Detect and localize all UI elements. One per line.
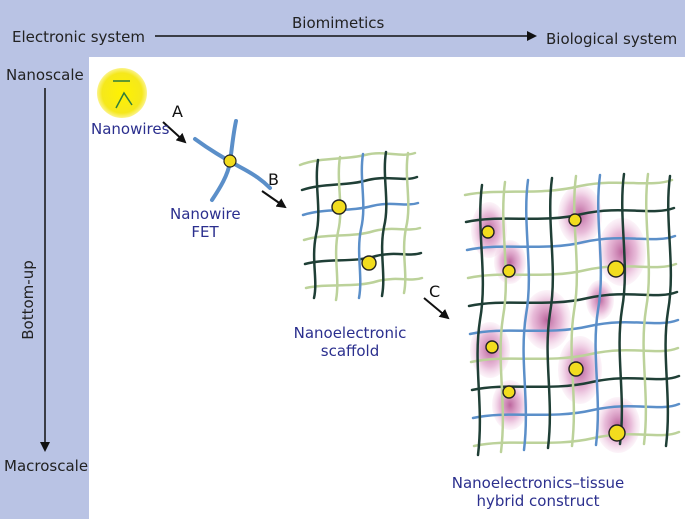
stage-b-label: B [268,170,279,189]
hybrid-construct-icon [463,172,681,457]
stage-a-label: A [172,102,183,121]
scaffold-label-line2: scaffold [320,342,380,360]
header-electronic-system: Electronic system [12,28,145,46]
nanowires-label: Nanowires [91,120,170,138]
fet-label: Nanowire FET [170,205,241,241]
stage-c-label: C [429,282,441,301]
side-macroscale: Macroscale [4,457,89,475]
hybrid-label-line1: Nanoelectronics–tissue [451,474,625,492]
hybrid-label-line2: hybrid construct [476,492,600,510]
stage-b-arrow [261,190,287,209]
fet-label-line2: FET [191,223,219,241]
scaffold-label-line1: Nanoelectronic [293,324,407,342]
nanowires-icon [97,68,147,118]
header-biomimetics: Biomimetics [292,14,385,32]
content-panel [89,57,685,519]
side-nanoscale: Nanoscale [6,66,84,84]
header-biological-system: Biological system [546,30,678,48]
hybrid-label: Nanoelectronics–tissue hybrid construct [438,474,638,510]
stage-a-arrow [162,121,187,144]
scaffold-label: Nanoelectronic scaffold [290,324,410,360]
fet-label-line1: Nanowire [170,205,241,223]
nanowire-fet-icon [193,119,272,202]
stage-c-arrow [423,297,450,320]
nanoelectronic-scaffold-icon [298,150,424,302]
axis-bottom-up: Bottom-up [19,260,37,340]
